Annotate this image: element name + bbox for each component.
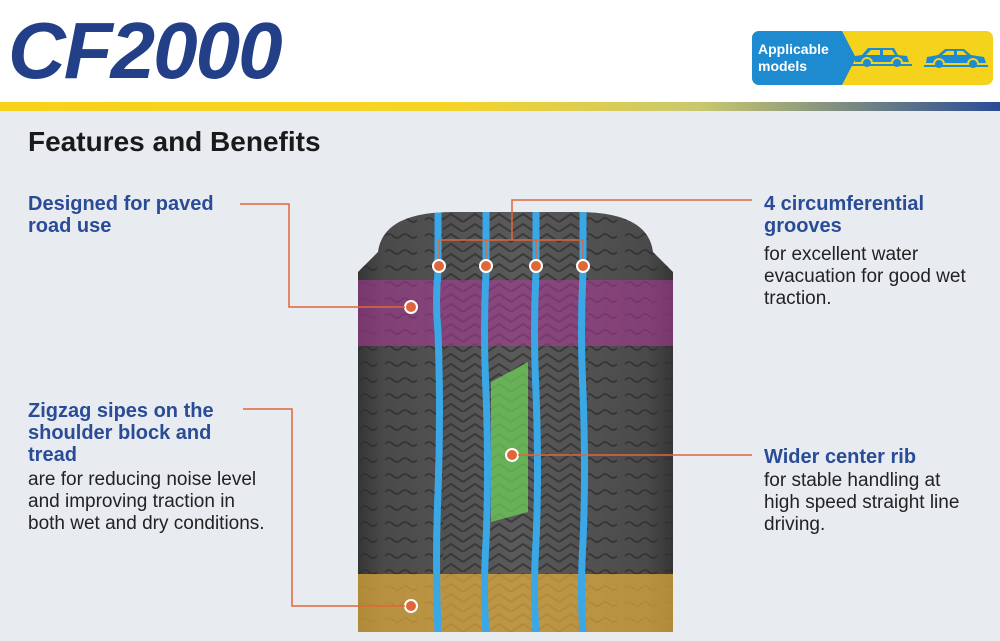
tire-tread-illustration <box>358 212 673 632</box>
header: CF2000 Applicable models <box>0 0 1000 102</box>
product-logo: CF2000 <box>8 6 283 95</box>
applicable-models-badge: Applicable models <box>752 31 993 85</box>
callout-center-body: for stable handling at high speed straig… <box>764 470 960 535</box>
callout-zigzag-body: are for reducing noise level and improvi… <box>28 469 265 534</box>
suv-icon <box>852 48 912 69</box>
sedan-icon <box>924 49 988 70</box>
callout-paved-title: Designed for paved road use <box>28 193 214 237</box>
callout-grooves-title: 4 circumferential grooves <box>764 193 925 237</box>
models-label: Applicable models <box>758 41 829 74</box>
callout-zigzag-title: Zigzag sipes on the shoulder block and t… <box>28 400 214 466</box>
header-stripe <box>0 102 1000 111</box>
callout-grooves-body: for excellent water evacuation for good … <box>764 244 966 309</box>
models-tag: Applicable models <box>752 31 856 85</box>
callout-center-title: Wider center rib <box>764 446 917 468</box>
section-title: Features and Benefits <box>28 126 321 157</box>
